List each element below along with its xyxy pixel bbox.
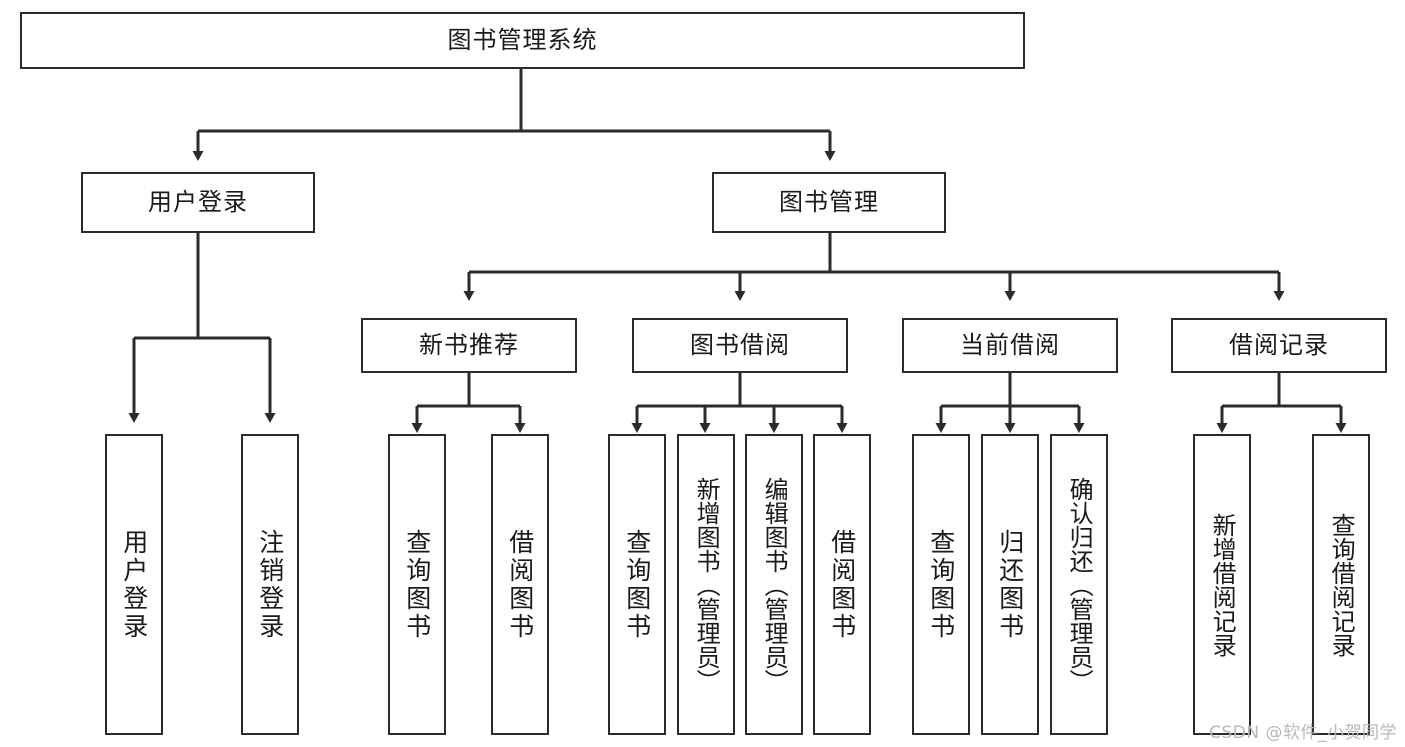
node-label: 查询图书 (926, 528, 956, 641)
leaf-borrow-record-query[interactable]: 查询借阅记录 (1312, 434, 1370, 735)
node-label: 确认归还（管理员） (1065, 476, 1094, 693)
node-new-book-recommend[interactable]: 新书推荐 (361, 318, 577, 373)
node-user-login[interactable]: 用户登录 (81, 172, 315, 233)
node-borrow-record[interactable]: 借阅记录 (1171, 318, 1387, 373)
node-label: 用户登录 (119, 528, 149, 641)
leaf-book-borrow-borrow[interactable]: 借阅图书 (813, 434, 871, 735)
leaf-current-borrow-confirm-return[interactable]: 确认归还（管理员） (1050, 434, 1108, 735)
leaf-current-borrow-return[interactable]: 归还图书 (981, 434, 1039, 735)
node-label: 借阅图书 (505, 528, 535, 641)
node-label: 图书管理系统 (447, 26, 598, 55)
leaf-borrow-record-add[interactable]: 新增借阅记录 (1193, 434, 1251, 735)
node-label: 查询图书 (622, 528, 652, 641)
node-label: 编辑图书（管理员） (760, 476, 789, 693)
node-label: 归还图书 (995, 528, 1025, 641)
leaf-book-borrow-query[interactable]: 查询图书 (608, 434, 666, 735)
node-label: 查询借阅记录 (1327, 512, 1356, 657)
node-label: 新增借阅记录 (1208, 512, 1237, 657)
node-label: 新增图书（管理员） (692, 476, 721, 693)
node-root-book-management-system[interactable]: 图书管理系统 (20, 12, 1025, 69)
leaf-current-borrow-query[interactable]: 查询图书 (912, 434, 970, 735)
leaf-new-book-borrow[interactable]: 借阅图书 (491, 434, 549, 735)
leaf-user-login-logout[interactable]: 注销登录 (241, 434, 299, 735)
node-book-management[interactable]: 图书管理 (712, 172, 946, 233)
node-label: 查询图书 (402, 528, 432, 641)
leaf-new-book-query[interactable]: 查询图书 (388, 434, 446, 735)
leaf-book-borrow-edit[interactable]: 编辑图书（管理员） (745, 434, 803, 735)
node-label: 注销登录 (255, 528, 285, 641)
csdn-watermark: CSDN @软件_小贺同学 (1209, 723, 1397, 743)
leaf-book-borrow-add[interactable]: 新增图书（管理员） (677, 434, 735, 735)
node-label: 图书管理 (779, 188, 879, 217)
node-book-borrow[interactable]: 图书借阅 (632, 318, 848, 373)
node-current-borrow[interactable]: 当前借阅 (902, 318, 1118, 373)
node-label: 借阅图书 (827, 528, 857, 641)
node-label: 借阅记录 (1229, 331, 1329, 360)
leaf-user-login-login[interactable]: 用户登录 (105, 434, 163, 735)
node-label: 新书推荐 (419, 331, 519, 360)
node-label: 当前借阅 (960, 331, 1060, 360)
node-label: 图书借阅 (690, 331, 790, 360)
node-label: 用户登录 (148, 188, 248, 217)
